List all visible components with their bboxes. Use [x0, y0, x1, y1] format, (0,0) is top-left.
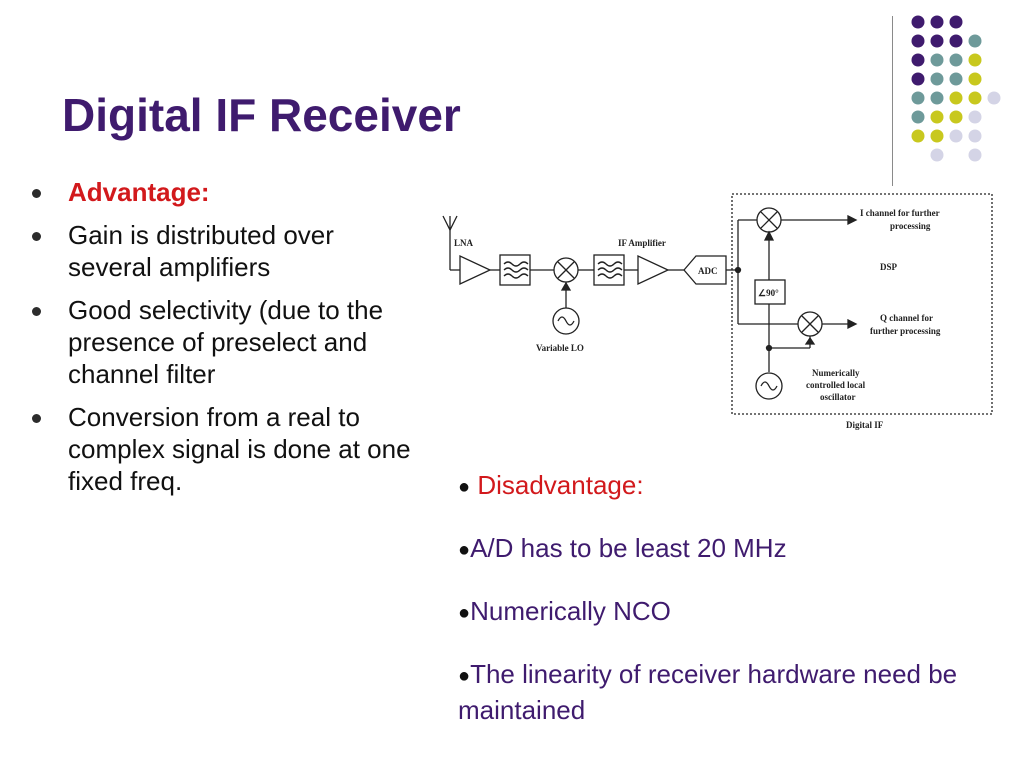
- decorative-dot: [930, 53, 944, 67]
- list-item-text: A/D has to be least 20 MHz: [470, 533, 787, 563]
- divider-line: [892, 16, 893, 186]
- decorative-dot: [968, 148, 982, 162]
- if-amplifier-label: IF Amplifier: [618, 238, 666, 248]
- decorative-dot: [949, 53, 963, 67]
- disadvantage-heading: ● Disadvantage:: [458, 468, 998, 504]
- dsp-label: DSP: [880, 262, 898, 272]
- decorative-dot: [911, 129, 925, 143]
- decorative-dot: [949, 34, 963, 48]
- decorative-dot: [968, 110, 982, 124]
- decorative-dot: [930, 148, 944, 162]
- bullet-icon: [32, 414, 41, 423]
- list-item: ●The linearity of receiver hardware need…: [458, 657, 998, 727]
- list-item: ●Numerically NCO: [458, 594, 998, 630]
- nco-label-line3: oscillator: [820, 392, 856, 402]
- nco-oscillator-icon: [755, 372, 783, 400]
- decorative-dot: [968, 91, 982, 105]
- list-item-text: The linearity of receiver hardware need …: [458, 659, 958, 725]
- dsp-dashed-box: [731, 193, 993, 415]
- bullet-icon: [32, 189, 41, 198]
- decorative-dot: [949, 72, 963, 86]
- decorative-dot: [911, 34, 925, 48]
- decorative-dot: [949, 129, 963, 143]
- phase-shift-label: ∠90°: [758, 288, 779, 298]
- advantages-list: Advantage: Gain is distributed over seve…: [30, 176, 420, 508]
- disadvantages-block: ● Disadvantage: ●A/D has to be least 20 …: [458, 468, 998, 754]
- advantage-heading-text: Advantage:: [68, 177, 210, 207]
- advantage-heading: Advantage:: [30, 176, 420, 208]
- list-item-text: Numerically NCO: [470, 596, 671, 626]
- q-channel-label-line1: Q channel for: [880, 313, 933, 323]
- decorative-dot: [968, 72, 982, 86]
- diagram-caption: Digital IF: [846, 420, 884, 430]
- decorative-dot: [930, 72, 944, 86]
- lna-label: LNA: [454, 238, 474, 248]
- decorative-dot: [930, 110, 944, 124]
- decorative-dot: [968, 53, 982, 67]
- nco-label-line2: controlled local: [806, 380, 866, 390]
- bullet-icon: ●: [458, 665, 471, 687]
- bullet-icon: ●: [458, 476, 471, 498]
- decorative-dot: [987, 91, 1001, 105]
- bullet-icon: [32, 307, 41, 316]
- decorative-dot: [911, 72, 925, 86]
- decorative-dot: [911, 91, 925, 105]
- list-item-text: Gain is distributed over several amplifi…: [68, 220, 334, 282]
- i-channel-label-line2: processing: [890, 221, 931, 231]
- antenna-icon: [442, 215, 458, 232]
- adc-label: ADC: [698, 266, 718, 276]
- decorative-dot-grid: [911, 15, 1001, 162]
- list-item-text: Conversion from a real to complex signal…: [68, 402, 411, 496]
- decorative-dot: [930, 34, 944, 48]
- slide-title: Digital IF Receiver: [62, 89, 461, 141]
- list-item: ●A/D has to be least 20 MHz: [458, 531, 998, 567]
- q-channel-label-line2: further processing: [870, 326, 941, 336]
- list-item: Gain is distributed over several amplifi…: [30, 219, 420, 283]
- lna-amplifier-icon: [459, 254, 492, 286]
- decorative-dot: [930, 91, 944, 105]
- if-amplifier-icon: [637, 254, 670, 286]
- decorative-dot: [911, 110, 925, 124]
- variable-lo-label: Variable LO: [536, 343, 584, 353]
- bullet-icon: ●: [458, 602, 471, 624]
- list-item: Good selectivity (due to the presence of…: [30, 294, 420, 390]
- bullet-icon: [32, 232, 41, 241]
- phase-shifter-block: [754, 279, 786, 305]
- list-item-text: Good selectivity (due to the presence of…: [68, 295, 384, 389]
- list-item: Conversion from a real to complex signal…: [30, 401, 420, 497]
- decorative-dot: [930, 129, 944, 143]
- decorative-dot: [949, 91, 963, 105]
- variable-lo-oscillator-icon: [552, 307, 580, 335]
- decorative-dot: [968, 34, 982, 48]
- decorative-dot: [949, 110, 963, 124]
- decorative-dot: [911, 15, 925, 29]
- decorative-dot: [930, 15, 944, 29]
- decorative-dot: [968, 129, 982, 143]
- bullet-icon: ●: [458, 539, 471, 561]
- nco-label-line1: Numerically: [812, 368, 860, 378]
- decorative-dot: [911, 53, 925, 67]
- digital-if-block-diagram: LNA IF Amplifier ADC Variable LO I chann…: [442, 193, 993, 430]
- i-channel-label-line1: I channel for further: [860, 208, 940, 218]
- disadvantage-heading-text: Disadvantage:: [477, 470, 644, 500]
- decorative-dot: [949, 15, 963, 29]
